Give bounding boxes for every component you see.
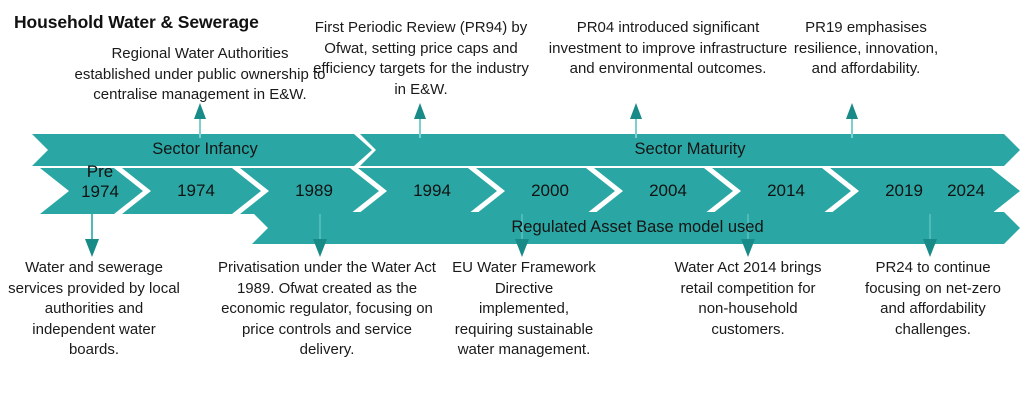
- band-sector-infancy: [32, 134, 372, 166]
- connector-arrow-down-2014: [741, 214, 755, 257]
- chevron-label-2014: 2014: [767, 181, 805, 200]
- connector-arrow-up-1994: [414, 103, 426, 138]
- chevron-2000: [476, 168, 615, 214]
- connector-arrow-down-2024: [923, 214, 937, 257]
- chevron-2004: [594, 168, 733, 214]
- chevron-1974: [122, 168, 261, 214]
- chevron-label-1989: 1989: [295, 181, 333, 200]
- chevron-label-pre-1974-line1: Pre: [86, 162, 114, 181]
- band-label-regulated-asset-base: Regulated Asset Base model used: [511, 218, 764, 236]
- band-regulated-asset-base: [252, 212, 1020, 244]
- callout-top-2004: PR04 introduced significant investment t…: [548, 19, 788, 77]
- chevron-1989: [240, 168, 379, 214]
- chevron-label-pre-1974: Pre 1974: [62, 162, 138, 201]
- chevron-label-1994: 1994: [413, 181, 451, 200]
- chevron-label-2004: 2004: [649, 181, 687, 200]
- callout-top-1994: First Periodic Review (PR94) by Ofwat, s…: [313, 19, 529, 98]
- callout-bottom-pre-1974: Water and sewerage services provided by …: [8, 259, 180, 358]
- chevron-label-2024: 2024: [947, 181, 985, 200]
- connector-arrow-down-2000: [515, 214, 529, 257]
- connector-arrow-down-1989: [313, 214, 327, 257]
- chevron-label-pre-1974-line2: 1974: [81, 181, 119, 201]
- connector-arrow-up-2004: [630, 103, 642, 138]
- chevron-label-2019: 2019: [885, 181, 923, 200]
- chevron-2024: [892, 168, 1020, 214]
- callout-bottom-2014: Water Act 2014 brings retail competition…: [674, 259, 822, 338]
- band-sector-maturity: [360, 134, 1020, 166]
- connector-arrow-up-1974: [194, 103, 206, 138]
- page-title: Household Water & Sewerage: [14, 12, 259, 32]
- chevron-1994: [358, 168, 497, 214]
- band-label-sector-maturity: Sector Maturity: [634, 140, 746, 158]
- callout-top-1974: Regional Water Authorities established u…: [74, 45, 326, 103]
- callout-bottom-2024: PR24 to continue focusing on net-zero an…: [865, 259, 1001, 338]
- chevron-2014: [712, 168, 851, 214]
- callout-bottom-2000: EU Water Framework Directive implemented…: [452, 259, 596, 358]
- chevron-label-2000: 2000: [531, 181, 569, 200]
- chevron-label-1974: 1974: [177, 181, 215, 200]
- connector-arrow-down-pre-1974: [85, 214, 99, 257]
- callout-bottom-1989: Privatisation under the Water Act 1989. …: [218, 259, 436, 358]
- connector-arrow-up-2019: [846, 103, 858, 138]
- chevron-pre-1974: [40, 168, 143, 214]
- callout-top-2019: PR19 emphasises resilience, innovation, …: [793, 19, 939, 77]
- band-label-sector-infancy: Sector Infancy: [152, 140, 258, 158]
